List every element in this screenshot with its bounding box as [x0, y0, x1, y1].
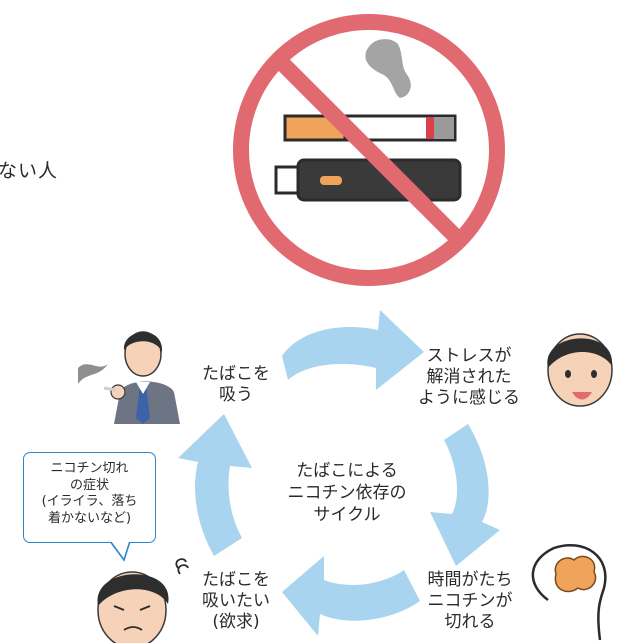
label-relief: ストレスが 解消された ように感じる [418, 346, 520, 408]
brain-icon [554, 555, 597, 593]
relieved-face [547, 333, 613, 407]
label-center: たばこによる ニコチン依存の サイクル [287, 461, 407, 525]
arrow-right [430, 424, 500, 566]
arrow-top [282, 310, 424, 390]
label-craving: たばこを 吸いたい (欲求) [202, 570, 270, 632]
side-text: ない人 [0, 160, 59, 182]
arrow-left [178, 414, 252, 556]
smoke-icon [365, 39, 411, 98]
smoking-man [78, 331, 180, 424]
label-time: 時間がたち ニコチンが 切れる [427, 570, 513, 632]
irritated-man [97, 558, 189, 643]
label-smoke: たばこを 吸う [202, 364, 270, 405]
symptom-bubble: ニコチン切れ の症状 (イライラ、落ち 着かないなど) [23, 452, 156, 543]
brain-head [531, 544, 607, 641]
arrow-bottom [282, 556, 420, 636]
